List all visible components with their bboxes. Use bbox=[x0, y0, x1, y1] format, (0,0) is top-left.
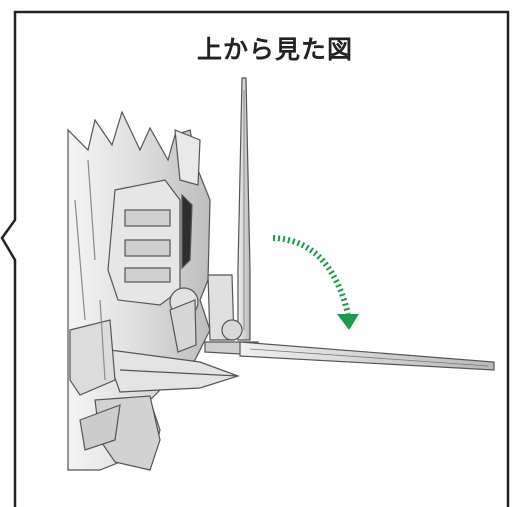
robot-model-icon bbox=[67, 110, 240, 471]
panel-title: 上から見た図 bbox=[196, 35, 353, 64]
vertical-rod-icon bbox=[237, 77, 251, 341]
panel-border bbox=[0, 10, 510, 507]
horizontal-rod-icon bbox=[239, 341, 495, 371]
curved-dotted-arrow-icon bbox=[272, 235, 359, 330]
